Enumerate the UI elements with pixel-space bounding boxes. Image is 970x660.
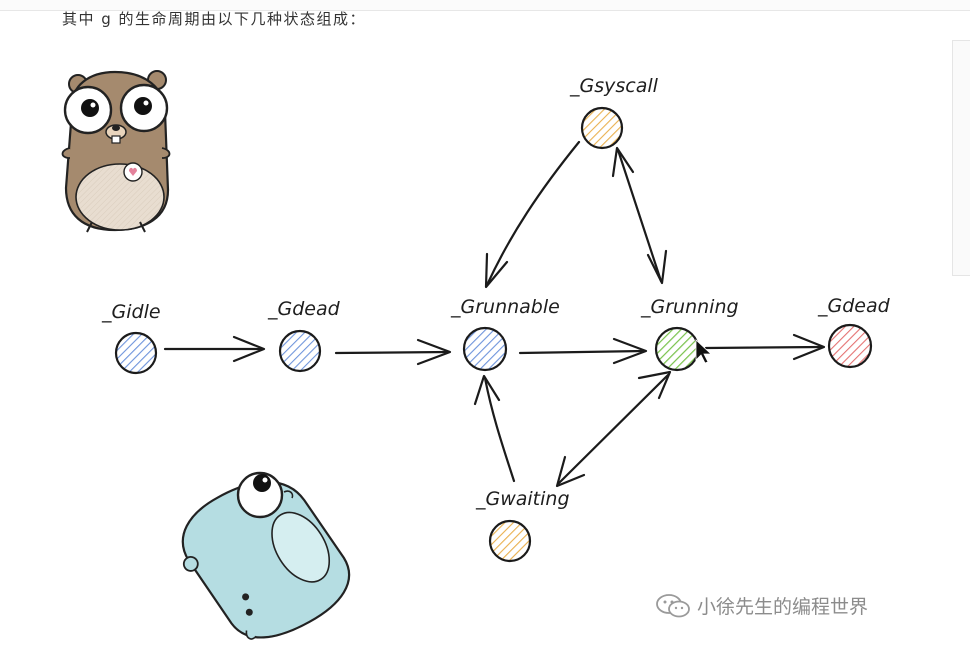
gopher-mascot-blue <box>181 480 351 640</box>
top-divider <box>0 0 970 11</box>
gopher-blue-eye <box>236 471 294 519</box>
arrow-gdead-to-grunnable <box>334 350 450 355</box>
mouse-cursor <box>695 339 713 364</box>
transition-arrows <box>163 140 826 488</box>
state-grunnable: _Grunnable <box>450 296 560 372</box>
label-gdead-final: _Gdead <box>817 295 891 317</box>
arrow-grunnable-to-grunning <box>518 349 646 355</box>
arrow-grunning-to-gwaiting <box>557 373 670 485</box>
state-gsyscall: _Gsyscall <box>569 75 659 150</box>
state-grunning: _Grunning <box>640 296 739 372</box>
arrow-gsyscall-to-grunning <box>616 148 663 283</box>
watermark: 小徐先生的编程世界 <box>655 592 868 619</box>
right-side-panel <box>952 40 970 276</box>
state-gdead-final: _Gdead <box>817 295 891 369</box>
arrow-gsyscall-to-grunnable <box>485 140 581 287</box>
wechat-icon <box>656 593 690 617</box>
state-gidle: _Gidle <box>101 301 161 375</box>
label-gidle: _Gidle <box>101 301 161 323</box>
state-gdead-initial: _Gdead <box>267 298 341 373</box>
gopher-mascot-brown <box>61 70 171 233</box>
label-gsyscall: _Gsyscall <box>569 75 659 97</box>
watermark-text: 小徐先生的编程世界 <box>697 596 869 618</box>
state-gwaiting: _Gwaiting <box>475 488 570 563</box>
arrow-grunning-to-gdead <box>704 345 824 350</box>
label-grunnable: _Grunnable <box>450 296 560 318</box>
intro-text: 其中 g 的生命周期由以下几种状态组成： <box>62 10 367 28</box>
label-gwaiting: _Gwaiting <box>475 488 570 510</box>
label-gdead-initial: _Gdead <box>267 298 341 320</box>
arrow-gwaiting-to-grunnable <box>483 376 516 483</box>
label-grunning: _Grunning <box>640 296 739 318</box>
